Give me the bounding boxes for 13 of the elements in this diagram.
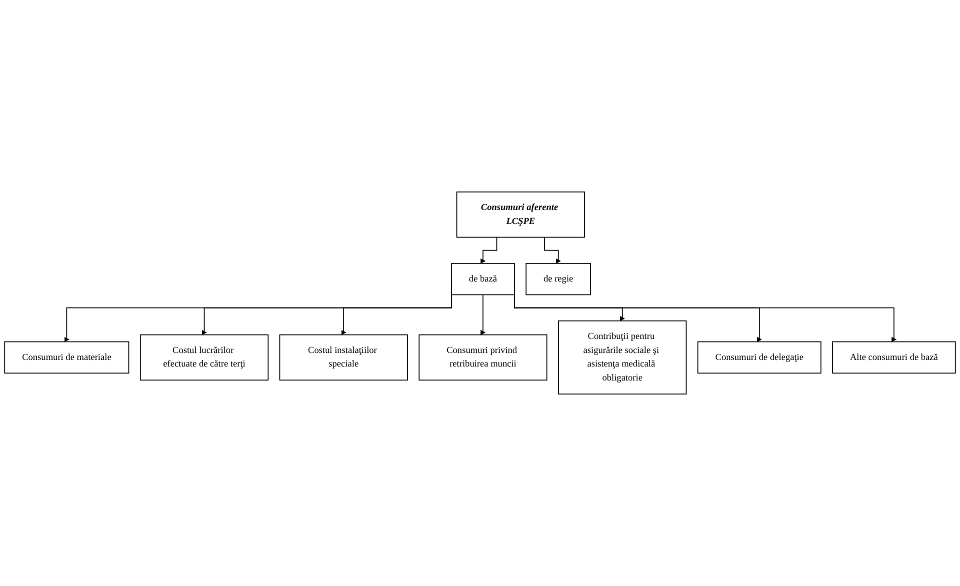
node-box: Costul lucrărilor efectuate de către terţi [140,334,269,381]
node-box: Costul instalaţiilor speciale [279,334,408,381]
node-box: de regie [526,262,591,296]
arrow [480,236,498,264]
node-box: Consumuri aferente LCŞPE [456,192,585,238]
node-box: Consumuri privind retribuirea muncii [418,334,548,381]
node-box: Contribuţii pentru asigurările sociale şi asistenţa medicală obligatorie [558,320,687,394]
arrow [544,236,561,264]
node-box: Consumuri de materiale [4,341,130,374]
arrow [480,294,486,336]
node-box: de bază [451,262,515,296]
node-box: Alte consumuri de bază [832,341,956,374]
node-box: Consumuri de delegaţie [697,341,822,374]
